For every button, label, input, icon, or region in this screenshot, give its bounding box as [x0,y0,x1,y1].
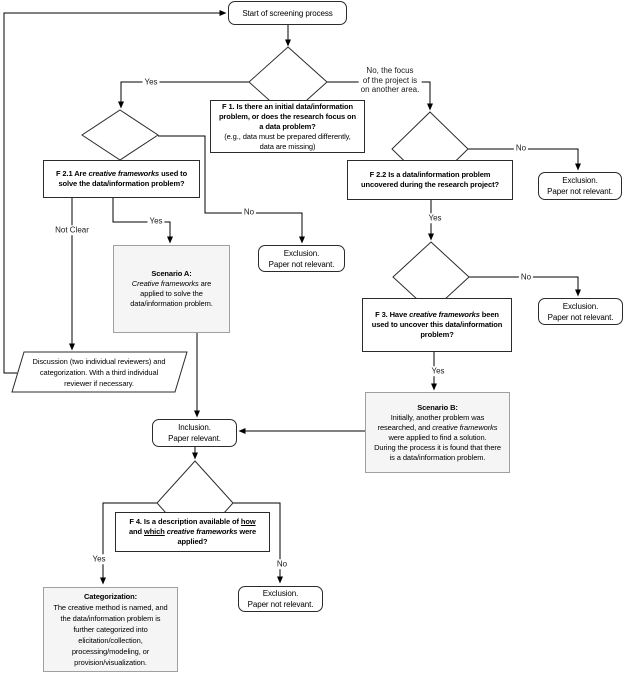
edge-discussion-to-start [3,10,227,374]
discussion-label: Discussion (two individual reviewers) an… [32,356,166,388]
f22-question: F 2.2 Is a data/information problem unco… [361,170,499,189]
decision-box-f21: F 2.1 Are creative frameworks used to so… [43,160,200,198]
edge-label-f1-yes: Yes [142,77,160,87]
f3-question-line1: F 3. Have creative frameworks been [375,310,499,319]
f3-question-line3: problem? [420,330,454,339]
decision-box-f22: F 2.2 Is a data/information problem unco… [347,160,513,200]
discussion-parallelogram [11,351,188,393]
f21-diamond [81,109,159,161]
f1-hint: (e.g., data must be prepared differently… [224,131,351,151]
edge-f3-no [469,276,581,297]
edge-label-f21-no: No [241,207,257,217]
edge-label-f22-yes: Yes [426,213,444,223]
scenario-a-title: Scenario A: [151,269,192,278]
categorization-title: Categorization: [83,592,138,601]
f21-question-line2: solve the data/information problem? [58,179,185,188]
edge-f1-yes [118,81,249,109]
scenario-b-title: Scenario B: [417,402,458,412]
exclusion-node-center: Exclusion. Paper not relevant. [258,245,345,272]
f21-question-line1: F 2.1 Are creative frameworks used to [55,169,188,178]
f4-question-line2: and which creative frameworks were [128,527,257,536]
decision-box-f1: F 1. Is there an initial data/informatio… [210,100,365,153]
edge-label-f4-no: No [274,559,290,569]
scenario-a-line1: Creative frameworks are [131,279,212,288]
f3-question-line2: used to uncover this data/information [371,320,503,329]
edge-label-f21-not-clear: Not Clear [53,225,91,235]
edge-f21-yes [112,198,173,244]
decision-box-f3: F 3. Have creative frameworks been used … [362,298,512,352]
exclusion-node-bottom: Exclusion. Paper not relevant. [238,586,323,612]
decision-box-f4: F 4. Is a description available of how a… [115,512,270,552]
edge-label-f3-no: No [518,272,534,282]
scenario-b-line5: is a data/information problem. [389,452,486,462]
f1-question: F 1. Is there an initial data/informatio… [218,101,357,131]
scenario-b-line1: Initially, another problem was [390,412,485,422]
scenario-a-line2: applied to solve the [140,289,203,298]
f4-question-line3: applied? [177,537,208,546]
exclusion-node-right-mid: Exclusion. Paper not relevant. [538,298,623,325]
edge-f22-no [468,148,581,171]
edge-label-f1-no: No, the focus of the project is on anoth… [358,65,422,95]
scenario-b-line3: were applied to find a solution. [388,432,487,442]
start-node: Start of screening process [228,1,347,25]
edge-label-f3-yes: Yes [429,366,447,376]
exclusion-node-right-top: Exclusion. Paper not relevant. [538,172,622,200]
categorization-box: Categorization: The creative method is n… [43,587,178,672]
scenario-a-line3: data/information problem. [130,299,213,308]
start-label: Start of screening process [242,8,333,18]
f4-question-line1: F 4. Is a description available of how [129,517,256,526]
edge-label-f21-yes: Yes [147,216,165,226]
edge-f4-no [233,502,283,584]
scenario-b-line2: researched, and creative frameworks [377,422,498,432]
inclusion-node: Inclusion. Paper relevant. [152,419,237,447]
scenario-b-line4: During the process it is found that ther… [374,442,501,452]
edge-f21-no [158,135,305,244]
scenario-b-box: Scenario B: Initially, another problem w… [365,392,510,473]
categorization-body: The creative method is named, and the da… [53,603,168,667]
edge-label-f22-no: No [513,143,529,153]
scenario-a-box: Scenario A: Creative frameworks are appl… [113,245,230,333]
edge-label-f4-yes: Yes [90,554,108,564]
